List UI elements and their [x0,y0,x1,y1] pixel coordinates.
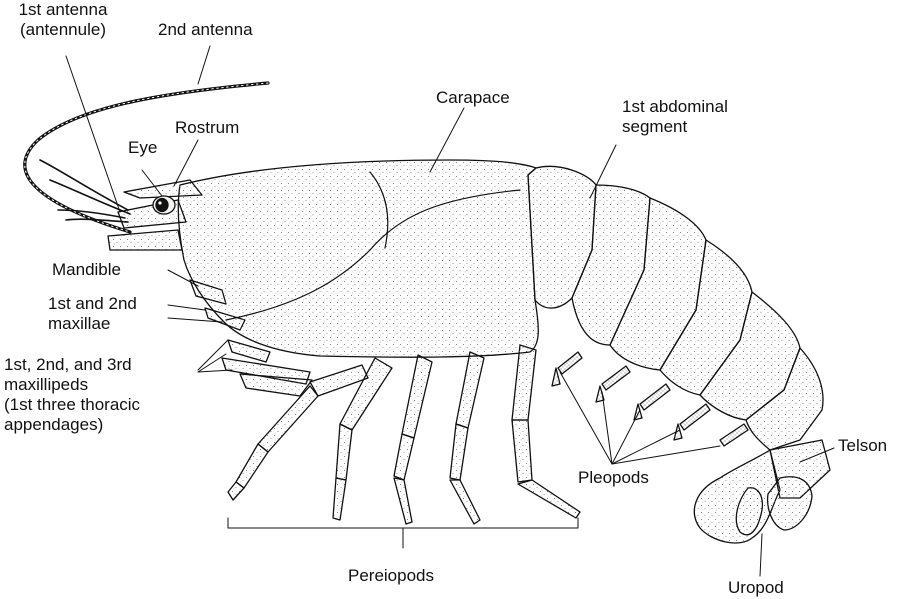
label-uropod: Uropod [728,578,784,598]
label-maxillipeds-line3: (1st three thoracic [4,395,140,415]
label-pereiopods: Pereiopods [348,566,434,586]
first-antenna [40,160,130,222]
label-abdominal-line2: segment [622,117,687,137]
label-eye: Eye [128,138,157,158]
label-mandible: Mandible [52,260,121,280]
label-maxillae-line2: maxillae [48,314,110,334]
label-pleopods: Pleopods [578,468,649,488]
carapace-shape [178,160,538,357]
label-antenna2: 2nd antenna [158,20,253,40]
antennal-base [118,200,186,228]
label-carapace: Carapace [436,88,510,108]
abdomen [528,166,830,498]
rostrum-shape [124,180,202,198]
label-maxillipeds-line4: appendages) [4,415,103,435]
label-maxillipeds-line2: maxillipeds [4,375,88,395]
telson-shape [768,477,812,530]
label-antenna1-line2: (antennule) [4,20,122,40]
label-maxillipeds-line1: 1st, 2nd, and 3rd [4,355,132,375]
antennal-peduncle [108,230,182,250]
label-rostrum: Rostrum [175,118,239,138]
label-antenna1-line1: 1st antenna [4,0,122,20]
label-maxillae-line1: 1st and 2nd [48,294,137,314]
label-telson: Telson [838,436,887,456]
label-abdominal-line1: 1st abdominal [622,97,728,117]
